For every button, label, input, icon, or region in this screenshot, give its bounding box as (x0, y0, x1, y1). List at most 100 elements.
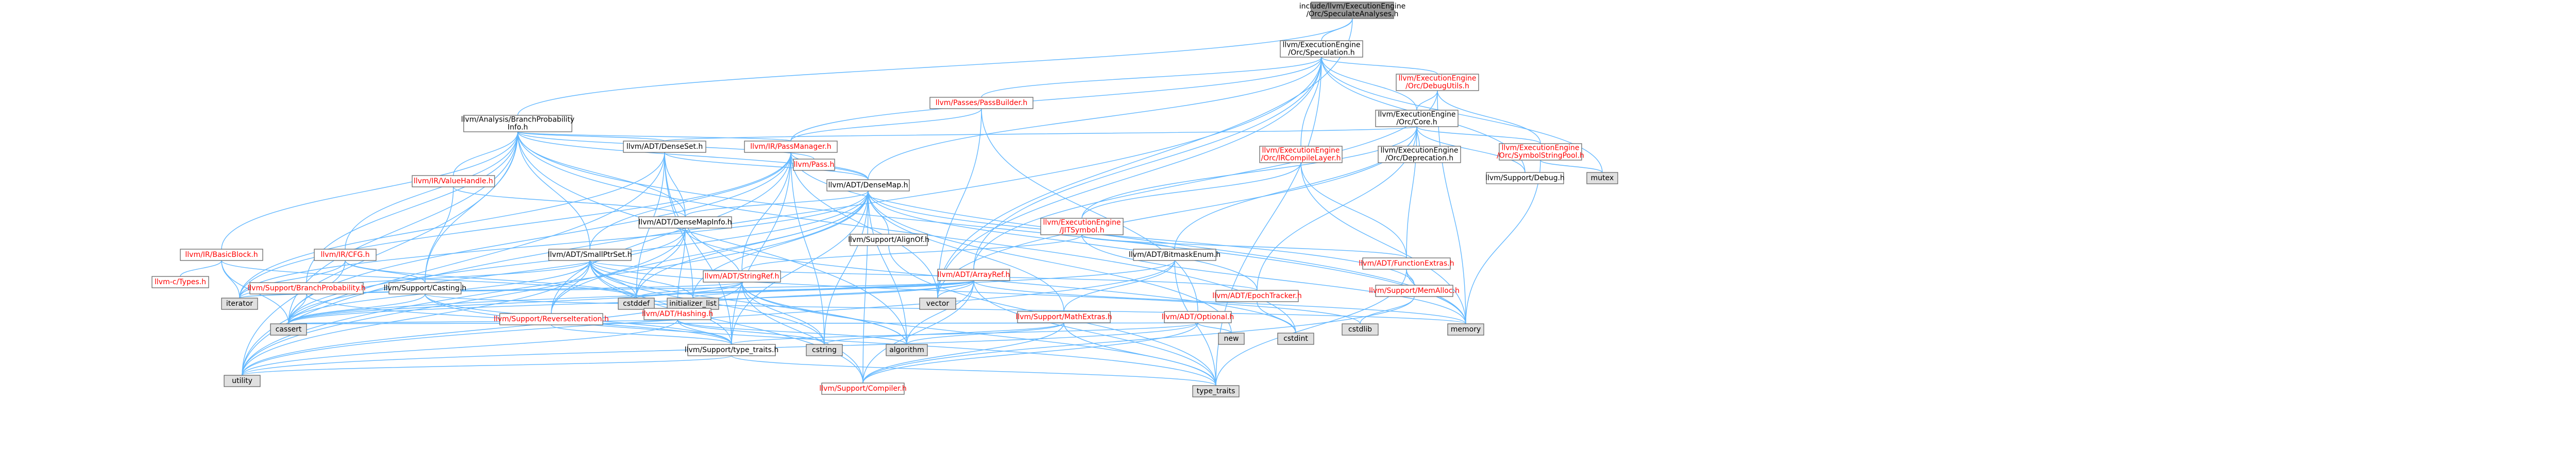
edge-epochtracker-to-cstdint (1257, 301, 1296, 334)
node-box (314, 249, 377, 261)
edge-typetraits-to-utility (242, 355, 732, 376)
node-densesetsrc[interactable]: llvm/ADT/DenseSet.h (623, 141, 706, 153)
node-smallptrset[interactable]: llvm/ADT/SmallPtrSet.h (548, 249, 632, 261)
edge-bpi-to-cassert (288, 131, 518, 324)
node-stringref[interactable]: llvm/ADT/StringRef.h (703, 270, 781, 283)
node-cstdint: cstdint (1277, 333, 1314, 345)
node-reverseiter[interactable]: llvm/Support/ReverseIteration.h (494, 313, 609, 325)
node-box (1375, 285, 1453, 297)
node-box (919, 298, 956, 310)
node-passbuilder[interactable]: llvm/Passes/PassBuilder.h (929, 97, 1033, 109)
node-typetraitsstd: type_traits (1192, 385, 1240, 397)
node-box (463, 115, 572, 132)
node-pass[interactable]: llvm/Pass.h (793, 159, 835, 171)
node-label: Info.h (507, 124, 528, 132)
edge-hashing-to-utility (242, 319, 678, 376)
node-label: mutex (1591, 174, 1614, 182)
node-label: iterator (226, 300, 253, 308)
node-irclayer[interactable]: llvm/ExecutionEngine/Orc/IRCompileLayer.… (1259, 146, 1343, 163)
node-hashing[interactable]: llvm/ADT/Hashing.h (642, 308, 713, 320)
node-box (821, 383, 905, 395)
node-densemap[interactable]: llvm/ADT/DenseMap.h (826, 179, 910, 192)
edge-valuehandle-to-casting (425, 186, 454, 283)
node-cfg[interactable]: llvm/IR/CFG.h (314, 249, 377, 261)
edge-optional-to-cassert (288, 322, 1198, 324)
node-label: memory (1451, 325, 1481, 334)
node-optional[interactable]: llvm/ADT/Optional.h (1162, 311, 1234, 323)
node-compiler[interactable]: llvm/Support/Compiler.h (819, 383, 907, 395)
graph-edges (180, 18, 1603, 386)
node-passmanager[interactable]: llvm/IR/PassManager.h (744, 141, 838, 153)
node-bitmaskenum[interactable]: llvm/ADT/BitmaskEnum.h (1129, 249, 1221, 261)
node-label: /Orc/Core.h (1396, 118, 1437, 127)
edge-bpi-to-basicblock (221, 131, 518, 250)
edge-densemap-to-epochtracker (868, 190, 1258, 291)
edge-irclayer-to-functionextras (1300, 162, 1407, 258)
node-label: llvm/Support/Casting.h (384, 284, 467, 292)
node-memalloc[interactable]: llvm/Support/MemAlloc.h (1369, 285, 1460, 297)
edge-densemapinfo-to-hashing (677, 228, 686, 309)
node-ltsymbol[interactable]: llvm/ExecutionEngine/JITSymbol.h (1040, 218, 1124, 235)
edge-densemap-to-utility (242, 190, 869, 376)
node-alignof[interactable]: llvm/Support/AlignOf.h (848, 234, 929, 246)
node-label: llvm/ExecutionEngine (1262, 147, 1340, 155)
node-symstringpool[interactable]: llvm/ExecutionEngine/Orc/SymbolStringPoo… (1497, 143, 1584, 161)
node-label: /Orc/Speculation.h (1288, 49, 1354, 57)
node-box (412, 175, 495, 187)
node-label: llvm/ADT/DenseMap.h (828, 181, 908, 189)
node-debugutils[interactable]: llvm/ExecutionEngine/Orc/DebugUtils.h (1396, 74, 1479, 91)
edge-smallptrset-to-utility (242, 260, 590, 376)
node-box (687, 344, 776, 356)
node-speculation[interactable]: llvm/ExecutionEngine/Orc/Speculation.h (1280, 40, 1363, 58)
graph-nodes: include/llvm/ExecutionEngine/Orc/Specula… (151, 2, 1618, 397)
node-box (886, 344, 928, 356)
edge-speculation-to-mutex (1321, 57, 1603, 173)
node-label: llvm/ExecutionEngine (1380, 147, 1458, 155)
node-bpisupport[interactable]: llvm/Support/BranchProbability.h (247, 282, 366, 294)
edge-bpi-to-densesetsrc (517, 131, 665, 142)
node-densemapinfo[interactable]: llvm/ADT/DenseMapInfo.h (638, 216, 732, 229)
node-debug[interactable]: llvm/Support/Debug.h (1485, 172, 1565, 184)
node-label: llvm/ADT/StringRef.h (705, 272, 779, 281)
edge-casting-to-cassert (288, 293, 426, 324)
node-functionextras[interactable]: llvm/ADT/FunctionExtras.h (1359, 257, 1454, 270)
edge-densesetsrc-to-densemapinfo (664, 152, 686, 217)
edge-valuehandle-to-densemapinfo (453, 186, 686, 217)
edge-passbuilder-to-passmanager (790, 108, 982, 142)
edge-ltsymbol-to-stringref (741, 234, 1082, 271)
node-valuehandle[interactable]: llvm/IR/ValueHandle.h (412, 175, 495, 187)
node-label: llvm/ADT/ArrayRef.h (938, 271, 1010, 279)
edge-root-to-bpi (517, 18, 1353, 116)
node-box (270, 323, 307, 336)
node-label: /Orc/DebugUtils.h (1405, 82, 1469, 91)
node-mathextras[interactable]: llvm/Support/MathExtras.h (1015, 311, 1112, 323)
node-orcdeprecation[interactable]: llvm/ExecutionEngine/Orc/Deprecation.h (1378, 146, 1461, 163)
node-label: llvm/IR/ValueHandle.h (414, 177, 493, 185)
edge-smallptrset-to-epochtracker (589, 260, 1258, 291)
node-label: cstdint (1283, 335, 1308, 343)
edge-densemap-to-cstddef (636, 190, 869, 299)
node-box (1133, 249, 1216, 261)
edge-passbuilder-to-vector (937, 108, 982, 299)
edge-irclayer-to-ltsymbol (1081, 162, 1301, 219)
edge-densemapinfo-to-cassert (288, 228, 686, 324)
node-utility: utility (224, 375, 261, 387)
node-box (1311, 2, 1394, 19)
node-typetraits[interactable]: llvm/Support/type_traits.h (685, 344, 779, 356)
node-basicblock[interactable]: llvm/IR/BasicBlock.h (180, 249, 263, 261)
node-root[interactable]: include/llvm/ExecutionEngine/Orc/Specula… (1299, 2, 1406, 19)
node-box (826, 179, 910, 192)
node-casting[interactable]: llvm/Support/Casting.h (384, 282, 467, 294)
node-orccore[interactable]: llvm/ExecutionEngine/Orc/Core.h (1375, 110, 1459, 127)
edge-densemap-to-typetraits (731, 190, 869, 345)
edge-densesetsrc-to-typetraits (664, 152, 732, 345)
node-arrayref[interactable]: llvm/ADT/ArrayRef.h (937, 269, 1010, 281)
node-epochtracker[interactable]: llvm/ADT/EpochTracker.h (1212, 290, 1302, 302)
node-box (1280, 40, 1363, 58)
edge-densesetsrc-to-utility (242, 152, 665, 376)
node-ctypes[interactable]: llvm-c/Types.h (151, 276, 209, 288)
edge-smallptrset-to-reverseiter (551, 260, 590, 314)
edge-smallptrset-to-compiler (589, 260, 863, 384)
